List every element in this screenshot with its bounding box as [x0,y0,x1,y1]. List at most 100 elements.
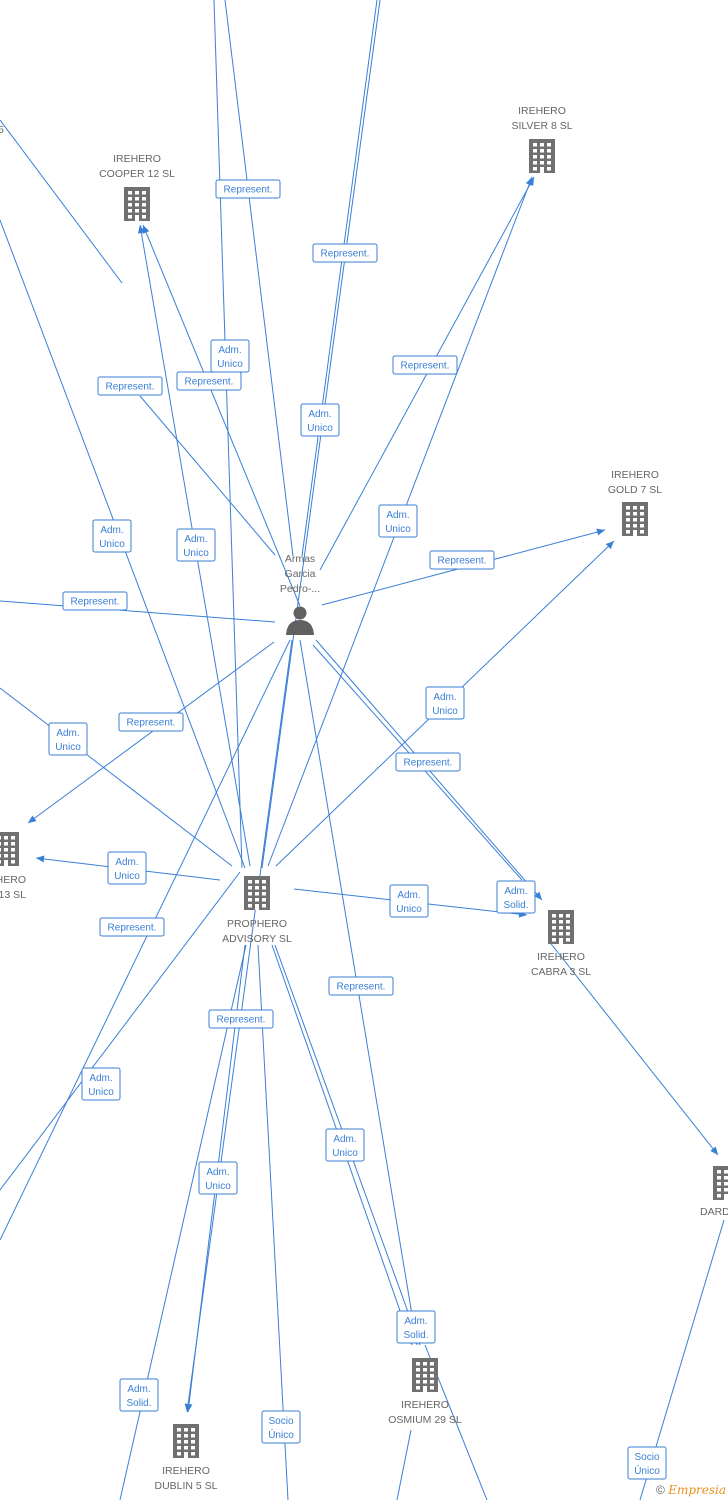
building-icon [548,910,574,944]
edge-label[interactable]: Adm.Unico [81,1067,121,1101]
node-label: IREHERO [611,469,659,481]
edge-label[interactable]: Adm.Unico [389,884,429,918]
edge-label[interactable]: Adm.Solid. [119,1378,159,1412]
edge-line [0,119,123,284]
edge-label-text: Socio [634,1452,659,1463]
edge-label[interactable]: Adm.Unico [425,686,465,720]
arrowhead [534,891,542,900]
edge-label-text: Represent. [217,1015,266,1026]
edge-label-box [627,1446,667,1480]
edge-label-box [118,712,184,732]
edge-label-text: Unico [183,548,209,559]
edge-label[interactable]: Represent. [215,179,281,199]
edge-label[interactable]: Represent. [395,752,461,772]
node-label: Armas [285,553,315,565]
edge-label[interactable]: Adm. Unico [176,528,216,562]
edge-label[interactable]: Adm.Unico [107,851,147,885]
edge-label-text: Unico [396,904,422,915]
edge-label-text: Represent. [224,185,273,196]
edge-line [139,395,276,556]
edge-line [27,641,275,824]
edge-label[interactable]: Adm.Unico [198,1161,238,1195]
building-icon [173,1424,199,1458]
edge-label-text: Unico [332,1148,358,1159]
node-label: DARD [700,1206,728,1218]
node-topleft[interactable]: 5 [0,124,4,136]
edge-label[interactable]: Represent. [208,1009,274,1029]
edge-line [0,600,276,623]
edge-label[interactable]: Adm.Unico [300,403,340,437]
edge-label[interactable]: Adm.Unico [48,722,88,756]
edge-label[interactable]: Adm.Solid. [496,880,536,914]
edge-label[interactable]: Represent. [62,591,128,611]
edge-label-box [92,519,132,553]
edge-label-text: Unico [55,742,81,753]
building-icon [713,1166,728,1200]
edge-label[interactable]: Represent. [328,976,394,996]
node-label: DUBLIN 5 SL [154,1480,217,1492]
edge-line [301,0,378,557]
edge-label-box [328,976,394,996]
edge-label-text: Represent. [185,377,234,388]
edge-label[interactable]: Represent. [392,355,458,375]
node-label: ADVISORY SL [222,933,292,945]
edge-label-text: Único [268,1428,294,1441]
arrowhead [28,815,37,823]
edge-label-text: Unico [385,524,411,535]
edge-label[interactable]: Adm. Unico [378,504,418,538]
edge-line [0,639,291,1241]
edge-label-text: Adm. [184,534,207,545]
edge-label-box [496,880,536,914]
edge-label-text: Unico [307,423,333,434]
node-label: SILVER 8 SL [511,120,572,132]
edge-label-box [429,550,495,570]
edge-label-text: Represent. [71,597,120,608]
edge-label[interactable]: Represent. [429,550,495,570]
edge-line [547,939,719,1156]
edge-label-text: Unico [114,871,140,882]
edge-label-text: Adm. [504,886,527,897]
edge-label[interactable]: Adm.Unico [325,1128,365,1162]
brand-logo: Empresia [668,1483,726,1497]
arrowhead [525,177,533,186]
edge-label[interactable]: Represent. [118,712,184,732]
edge-label-text: Adm. [386,510,409,521]
edge-label-text: Único [634,1464,660,1477]
edge-label-box [97,376,163,396]
node-person[interactable]: ArmasGarciaPedro-... [280,553,320,635]
edge-label[interactable]: Represent. [99,917,165,937]
edge-label-text: Solid. [126,1398,151,1409]
edge-label[interactable]: Represent. [97,376,163,396]
edge-label-box [389,884,429,918]
edge-label[interactable]: Adm.Unico [210,339,250,373]
edge-label-text: Unico [217,359,243,370]
edge-label-text: Unico [205,1181,231,1192]
edge-label-box [48,722,88,756]
edge-label-box [425,686,465,720]
edge-label[interactable]: Adm.Unico [92,519,132,553]
edge-label-box [215,179,281,199]
edge-label-box [208,1009,274,1029]
edge-line [257,944,289,1500]
edge-label-text: Represent. [401,361,450,372]
edge-label[interactable]: Represent. [312,243,378,263]
edge-label[interactable]: Adm.Solid. [396,1310,436,1344]
edge-label[interactable]: Represent. [176,371,242,391]
node-label: CABRA 3 SL [531,966,591,978]
node-dard[interactable]: DARD [700,1166,728,1218]
edge-label-text: Represent. [321,249,370,260]
edge-label-text: Unico [432,706,458,717]
edge-label-text: Represent. [106,382,155,393]
arrowhead [596,528,605,536]
